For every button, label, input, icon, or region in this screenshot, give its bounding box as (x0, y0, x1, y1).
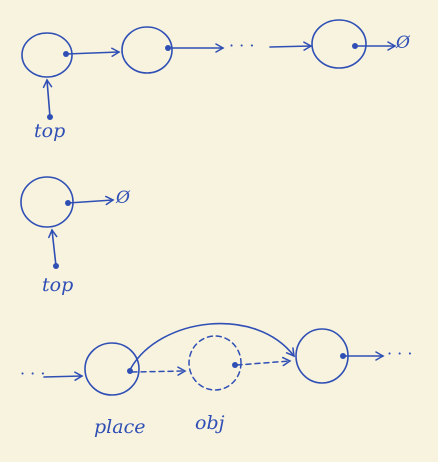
row3-curved-arrow-place-next (130, 322, 295, 369)
row3-leading-ellipsis: · · · (20, 364, 46, 383)
row1-arrow-ellipsis-3 (269, 41, 313, 51)
row2-top-label: top (42, 274, 74, 296)
row2-arrow-node-null (67, 195, 115, 206)
row3-place-label: place (94, 416, 146, 438)
row1-node-2 (121, 26, 173, 74)
row1-arrow-1-2 (65, 47, 121, 58)
row2-null-symbol: Ø (116, 188, 130, 208)
row1-node-3 (311, 19, 367, 69)
row3-obj-node (188, 335, 242, 391)
row3-obj-label: obj (195, 412, 225, 434)
row3-obj-pointer-dot (232, 362, 238, 368)
row3-dashed-arrow-obj-next (236, 356, 292, 367)
row3-trailing-ellipsis: · · · (387, 344, 413, 363)
row2-top-arrow (48, 228, 58, 267)
row1-list (21, 19, 397, 120)
row1-top-dot (47, 114, 53, 120)
row1-null-symbol: Ø (396, 33, 410, 53)
row2-top-dot (53, 263, 59, 269)
row3-dashed-arrow-place-obj (131, 366, 187, 376)
row2-list (20, 176, 115, 269)
row1-node-1 (21, 32, 73, 78)
row1-top-arrow (42, 78, 53, 118)
row1-top-label: top (34, 120, 66, 142)
row3-place-pointer-dot (127, 368, 133, 374)
row3-list (43, 322, 385, 396)
row1-ellipsis: · · · (229, 36, 255, 55)
row3-place-node (84, 342, 140, 396)
row3-arrow-in (43, 371, 84, 381)
